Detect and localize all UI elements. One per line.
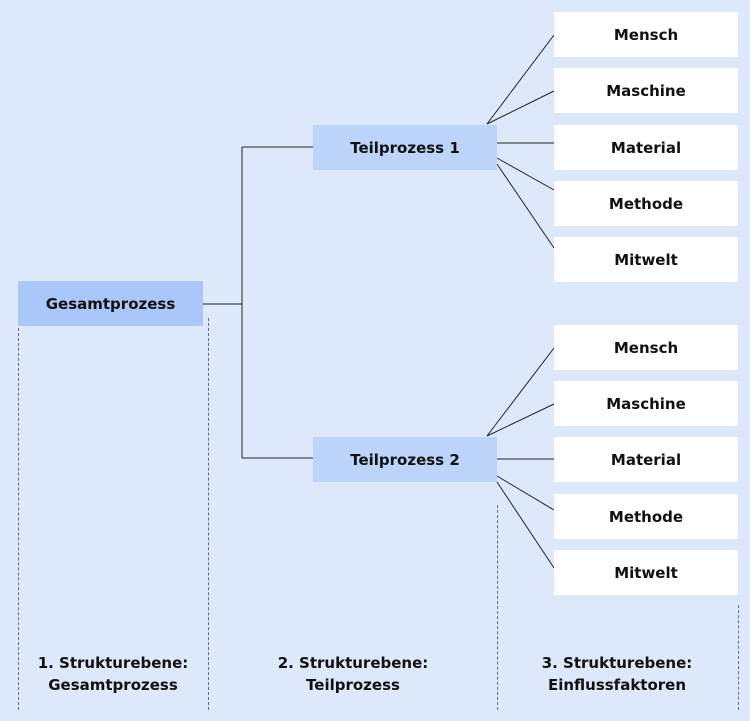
factor-label: Material <box>610 450 682 469</box>
subprocess-node-1: Teilprozess 1 <box>313 125 497 170</box>
factor-label: Methode <box>608 194 684 213</box>
factor-label: Mensch <box>613 25 679 44</box>
separator-level2-right <box>497 505 498 710</box>
factor-label: Maschine <box>606 394 686 413</box>
factor-node: Mitwelt <box>554 550 738 595</box>
separator-level1-left <box>18 318 19 710</box>
factor-node: Mitwelt <box>554 237 738 282</box>
level-caption-line1: 2. Strukturebene: <box>277 654 429 672</box>
separator-level3-right <box>738 605 739 710</box>
separator-level1-right <box>208 318 209 710</box>
factor-label: Mitwelt <box>614 250 678 269</box>
factor-node: Mensch <box>554 12 738 57</box>
root-label: Gesamtprozess <box>45 294 176 313</box>
factor-label: Maschine <box>606 81 686 100</box>
connector-sub2-factor2 <box>486 403 555 437</box>
level-caption-2: 2. Strukturebene: Teilprozess <box>253 652 453 696</box>
factor-node: Methode <box>554 494 738 539</box>
connector-sub1-factor1 <box>486 34 555 125</box>
connector-sub1-factor5 <box>496 163 555 249</box>
root-node: Gesamtprozess <box>18 281 203 326</box>
connector-sub2-factor5 <box>496 481 555 569</box>
level-caption-line2: Teilprozess <box>306 676 400 694</box>
level-caption-line2: Einflussfaktoren <box>547 676 687 694</box>
factor-label: Material <box>610 138 682 157</box>
subprocess-label: Teilprozess 1 <box>350 138 460 157</box>
connector-sub1-factor4 <box>496 157 555 191</box>
factor-label: Mensch <box>613 338 679 357</box>
subprocess-node-2: Teilprozess 2 <box>313 437 497 482</box>
level-caption-line2: Gesamtprozess <box>48 676 178 694</box>
level-caption-line1: 3. Strukturebene: <box>541 654 693 672</box>
factor-node: Methode <box>554 181 738 226</box>
factor-node: Mensch <box>554 325 738 370</box>
subprocess-label: Teilprozess 2 <box>350 450 460 469</box>
factor-label: Mitwelt <box>614 563 678 582</box>
factor-label: Methode <box>608 507 684 526</box>
level-caption-1: 1. Strukturebene: Gesamtprozess <box>13 652 213 696</box>
factor-node: Material <box>554 437 738 482</box>
factor-node: Maschine <box>554 381 738 426</box>
level-caption-line1: 1. Strukturebene: <box>37 654 189 672</box>
connector-sub2-factor4 <box>496 475 555 511</box>
connector-sub2-factor1 <box>486 347 555 437</box>
factor-node: Material <box>554 125 738 170</box>
level-caption-3: 3. Strukturebene: Einflussfaktoren <box>517 652 717 696</box>
factor-node: Maschine <box>554 68 738 113</box>
connector-sub1-factor2 <box>486 90 555 125</box>
